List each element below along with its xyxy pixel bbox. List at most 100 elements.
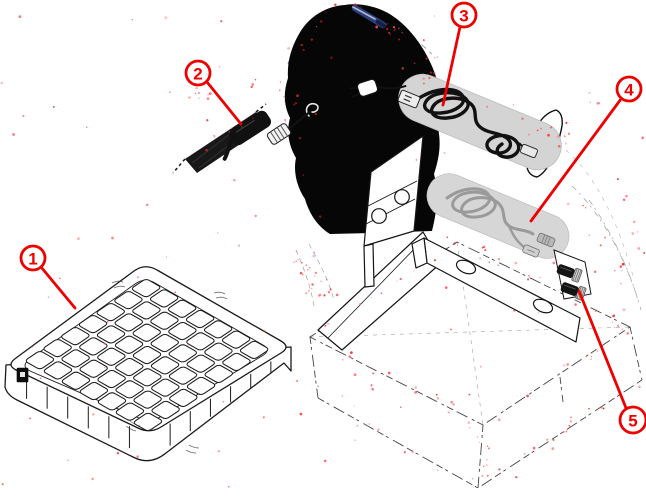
- noise-dot: [67, 459, 69, 461]
- noise-dot: [311, 283, 314, 286]
- noise-dot: [641, 136, 645, 140]
- cushion-cell: [132, 345, 163, 364]
- noise-dot: [254, 214, 257, 218]
- noise-dot: [596, 350, 599, 352]
- noise-dot: [486, 445, 489, 447]
- noise-dot: [602, 407, 605, 410]
- noise-dot: [422, 39, 425, 42]
- noise-dot: [297, 258, 300, 261]
- noise-dot: [348, 355, 352, 358]
- noise-dot: [353, 373, 357, 377]
- noise-dot: [296, 94, 299, 98]
- noise-dot: [313, 275, 316, 277]
- cushion-cell: [203, 320, 234, 339]
- noise-dot: [320, 20, 323, 23]
- cushion-cell: [149, 333, 180, 352]
- noise-dot: [527, 278, 530, 281]
- cushion-cell: [78, 337, 109, 356]
- noise-dot: [327, 291, 331, 294]
- noise-dot: [479, 257, 482, 260]
- noise-dot: [454, 95, 457, 98]
- noise-dot: [621, 262, 625, 266]
- callout-leader-line: [577, 289, 628, 410]
- noise-dot: [284, 119, 286, 121]
- callout-number: 3: [459, 7, 468, 26]
- noise-dot: [300, 261, 303, 264]
- noise-dot: [263, 329, 266, 333]
- noise-dot: [206, 97, 210, 100]
- noise-dot: [302, 49, 305, 51]
- noise-dot: [47, 296, 50, 298]
- noise-dot: [296, 380, 299, 382]
- callout-circle: [618, 405, 646, 435]
- cushion-cell: [149, 289, 180, 308]
- bracket-wing-fold: [327, 242, 421, 339]
- noise-dot: [422, 77, 425, 80]
- noise-dot: [497, 257, 501, 261]
- noise-dot: [432, 71, 436, 75]
- cushion-cell: [185, 354, 216, 373]
- noise-dot: [556, 135, 560, 139]
- noise-dot: [638, 385, 641, 389]
- noise-dot: [375, 25, 379, 29]
- noise-dot: [626, 332, 630, 335]
- noise-dot: [254, 79, 257, 81]
- noise-dot: [370, 297, 373, 299]
- noise-dot: [294, 101, 298, 105]
- cushion-cell: [168, 366, 199, 385]
- noise-dot: [398, 27, 400, 29]
- noise-dot: [386, 23, 388, 25]
- noise-dot: [590, 355, 593, 358]
- noise-dot: [622, 198, 626, 201]
- cushion-cell: [113, 291, 144, 310]
- noise-dot: [588, 407, 590, 410]
- noise-dot: [479, 365, 482, 368]
- noise-dot: [262, 416, 265, 419]
- noise-dot: [392, 26, 396, 29]
- base-box-verticals: [309, 326, 643, 489]
- noise-dot: [360, 6, 362, 8]
- cushion-cell: [78, 359, 109, 378]
- mounting-bracket: [317, 135, 581, 351]
- noise-dot: [104, 366, 106, 369]
- blue-pen-mark: [351, 4, 387, 29]
- noise-dot: [621, 269, 623, 272]
- noise-dot: [287, 47, 290, 50]
- noise-dot: [450, 328, 452, 331]
- noise-dot: [218, 65, 221, 68]
- noise-dot: [206, 119, 209, 122]
- cushion-cell: [132, 390, 163, 409]
- noise-dot: [539, 276, 541, 279]
- noise-dot: [563, 135, 566, 138]
- cable-tray-3-group: [349, 73, 563, 178]
- noise-dot: [547, 133, 550, 137]
- noise-dot: [1, 483, 4, 486]
- noise-dot: [301, 273, 304, 276]
- cushion-cell: [131, 279, 162, 298]
- noise-dot: [350, 351, 353, 354]
- noise-dot: [169, 91, 171, 93]
- noise-dot: [299, 271, 303, 275]
- noise-dot: [279, 81, 282, 83]
- noise-dot: [478, 441, 480, 443]
- noise-dot: [209, 92, 212, 95]
- noise-dot: [251, 83, 255, 86]
- noise-dot: [145, 203, 149, 207]
- cushion-cell: [43, 361, 74, 380]
- noise-dot: [512, 103, 515, 106]
- noise-dot: [436, 469, 439, 472]
- noise-dot: [396, 280, 398, 282]
- coiled-cable-4: [445, 187, 535, 236]
- frame-scribbles: [295, 243, 335, 307]
- noise-dot: [557, 144, 561, 148]
- cushion-cell: [114, 357, 145, 376]
- bracket-shelf-fold: [411, 237, 428, 269]
- noise-dot: [589, 101, 591, 103]
- shelf-hole-1: [455, 259, 477, 275]
- bolt-1: [556, 264, 583, 283]
- noise-dot: [523, 452, 526, 455]
- noise-dot: [611, 321, 614, 323]
- noise-dot: [536, 129, 539, 132]
- noise-dot: [240, 126, 243, 128]
